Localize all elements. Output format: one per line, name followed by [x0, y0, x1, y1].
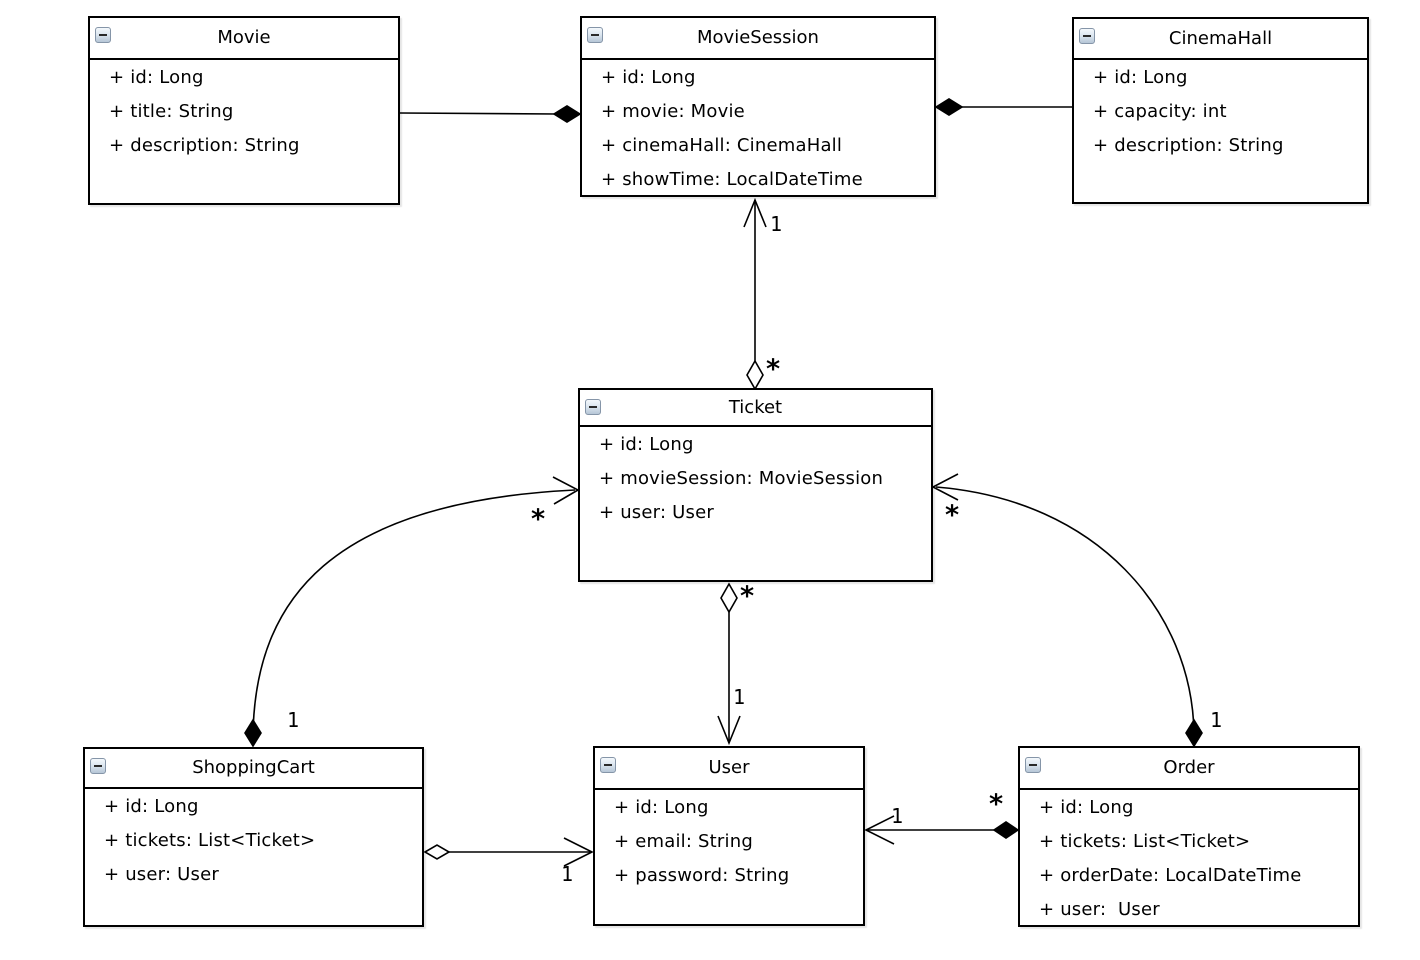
class-header: User [595, 748, 863, 790]
class-attribute: + tickets: List<Ticket> [1039, 831, 1251, 852]
class-header: CinemaHall [1074, 19, 1367, 60]
class-box-movie-session[interactable]: MovieSession + id: Long + movie: Movie + c… [580, 16, 936, 197]
class-attribute: + id: Long [601, 67, 696, 88]
filled-diamond-icon [552, 105, 582, 123]
collapse-minus-icon[interactable] [95, 27, 111, 43]
connector-movie-to-moviesession [399, 105, 582, 123]
multiplicity-label-shoppingcart-to-ticket-many: * [531, 504, 546, 535]
class-name: Movie [217, 27, 271, 48]
multiplicity-label-shoppingcart-to-ticket-one: 1 [287, 708, 300, 732]
class-header: ShoppingCart [85, 749, 422, 789]
multiplicity-label-ticket-to-moviesession-many: * [766, 354, 781, 385]
class-name: Ticket [728, 396, 783, 418]
minus-glyph [589, 406, 597, 408]
open-arrowhead-icon [743, 197, 767, 228]
class-attribute: + tickets: List<Ticket> [104, 830, 316, 851]
open-arrowhead-icon [717, 715, 741, 746]
class-attribute: + email: String [614, 831, 753, 852]
attribute-list: + id: Long + movieSession: MovieSession + … [580, 427, 931, 530]
collapse-minus-icon[interactable] [90, 758, 106, 774]
attribute-list: + id: Long + tickets: List<Ticket> + user:… [85, 789, 422, 892]
class-attribute: + id: Long [104, 796, 199, 817]
filled-diamond-icon [1185, 718, 1203, 748]
class-attribute: + title: String [109, 101, 234, 122]
class-attribute: + cinemaHall: CinemaHall [601, 135, 843, 156]
open-arrowhead-icon [563, 837, 594, 867]
class-attribute: + user: User [599, 502, 714, 523]
minus-glyph [99, 34, 107, 36]
connector-shoppingcart-to-ticket [244, 476, 580, 748]
class-attribute: + id: Long [614, 797, 709, 818]
minus-glyph [591, 34, 599, 36]
class-header: Order [1020, 748, 1358, 790]
class-name: User [708, 757, 750, 778]
multiplicity-label-shoppingcart-to-user-one: 1 [561, 862, 574, 886]
attribute-list: + id: Long + capacity: int + description: … [1074, 60, 1367, 163]
class-attribute: + id: Long [599, 434, 694, 455]
connector-order-to-ticket [931, 473, 1203, 748]
class-box-cinema-hall[interactable]: CinemaHall + id: Long + capacity: int + de… [1072, 17, 1369, 204]
collapse-minus-icon[interactable] [600, 757, 616, 773]
connector-order-to-user [864, 815, 1020, 845]
collapse-minus-icon[interactable] [1025, 757, 1041, 773]
connector-cinemahall-to-moviesession [934, 98, 1072, 116]
open-arrowhead-icon [864, 815, 895, 845]
class-attribute: + user: User [104, 864, 219, 885]
collapse-minus-icon[interactable] [1079, 28, 1095, 44]
attribute-list: + id: Long + movie: Movie + cinemaHall: Ci… [582, 60, 934, 195]
class-header: Ticket [580, 390, 931, 427]
class-attribute: + orderDate: LocalDateTime [1039, 865, 1302, 886]
minus-glyph [1083, 35, 1091, 37]
class-name: ShoppingCart [192, 757, 315, 778]
attribute-list: + id: Long + email: String + password: Str… [595, 790, 863, 893]
open-diamond-icon [423, 844, 451, 860]
collapse-minus-icon[interactable] [585, 399, 601, 415]
attribute-list: + id: Long + title: String + description: … [90, 60, 398, 163]
open-diamond-icon [746, 359, 764, 391]
connector-shoppingcart-to-user [423, 837, 594, 867]
attribute-list: + id: Long + tickets: List<Ticket> + order… [1020, 790, 1358, 925]
class-attribute: + id: Long [1093, 67, 1188, 88]
class-attribute: + movie: Movie [601, 101, 745, 122]
class-header: Movie [90, 18, 398, 60]
connector-ticket-to-moviesession [743, 197, 767, 391]
collapse-minus-icon[interactable] [587, 27, 603, 43]
connector-ticket-to-user [717, 582, 741, 746]
class-attribute: + password: String [614, 865, 790, 886]
class-attribute: + showTime: LocalDateTime [601, 169, 863, 190]
class-attribute: + id: Long [1039, 797, 1134, 818]
multiplicity-label-order-to-ticket-one: 1 [1210, 708, 1223, 732]
class-name: CinemaHall [1168, 27, 1273, 49]
multiplicity-label-ticket-to-user-one: 1 [733, 685, 746, 709]
multiplicity-label-order-to-user-one: 1 [891, 804, 904, 828]
minus-glyph [1029, 764, 1037, 766]
class-attribute: + description: String [109, 135, 300, 156]
class-attribute: + description: String [1093, 135, 1284, 156]
class-attribute: + user: User [1039, 899, 1160, 920]
class-name: MovieSession [697, 27, 819, 48]
filled-diamond-icon [934, 98, 964, 116]
filled-diamond-icon [992, 821, 1020, 839]
minus-glyph [604, 764, 612, 766]
class-box-order[interactable]: Order + id: Long+ tickets: List<Ticket>+… [1018, 746, 1360, 927]
class-attribute: + id: Long [109, 67, 204, 88]
class-box-user[interactable]: User + id: Long + email: String + password… [593, 746, 865, 926]
open-arrowhead-icon [931, 473, 959, 501]
class-attribute: + capacity: int [1093, 101, 1227, 122]
minus-glyph [94, 765, 102, 767]
class-name: Order [1163, 757, 1215, 778]
class-box-shopping-cart[interactable]: ShoppingCart + id: Long + tickets: List<T… [83, 747, 424, 927]
class-box-movie[interactable]: Movie + id: Long + title: String + descrip… [88, 16, 400, 205]
multiplicity-label-order-to-ticket-many: * [945, 500, 960, 531]
multiplicity-label-ticket-to-moviesession-one: 1 [770, 212, 783, 236]
class-box-ticket[interactable]: Ticket + id: Long + movieSession: MovieSe… [578, 388, 933, 582]
class-header: MovieSession [582, 18, 934, 60]
multiplicity-label-order-to-user-many: * [989, 789, 1004, 820]
filled-diamond-icon [244, 718, 262, 748]
multiplicity-label-ticket-to-user-many: * [740, 581, 755, 612]
open-diamond-icon [720, 582, 738, 614]
class-attribute: + movieSession: MovieSession [599, 468, 884, 489]
